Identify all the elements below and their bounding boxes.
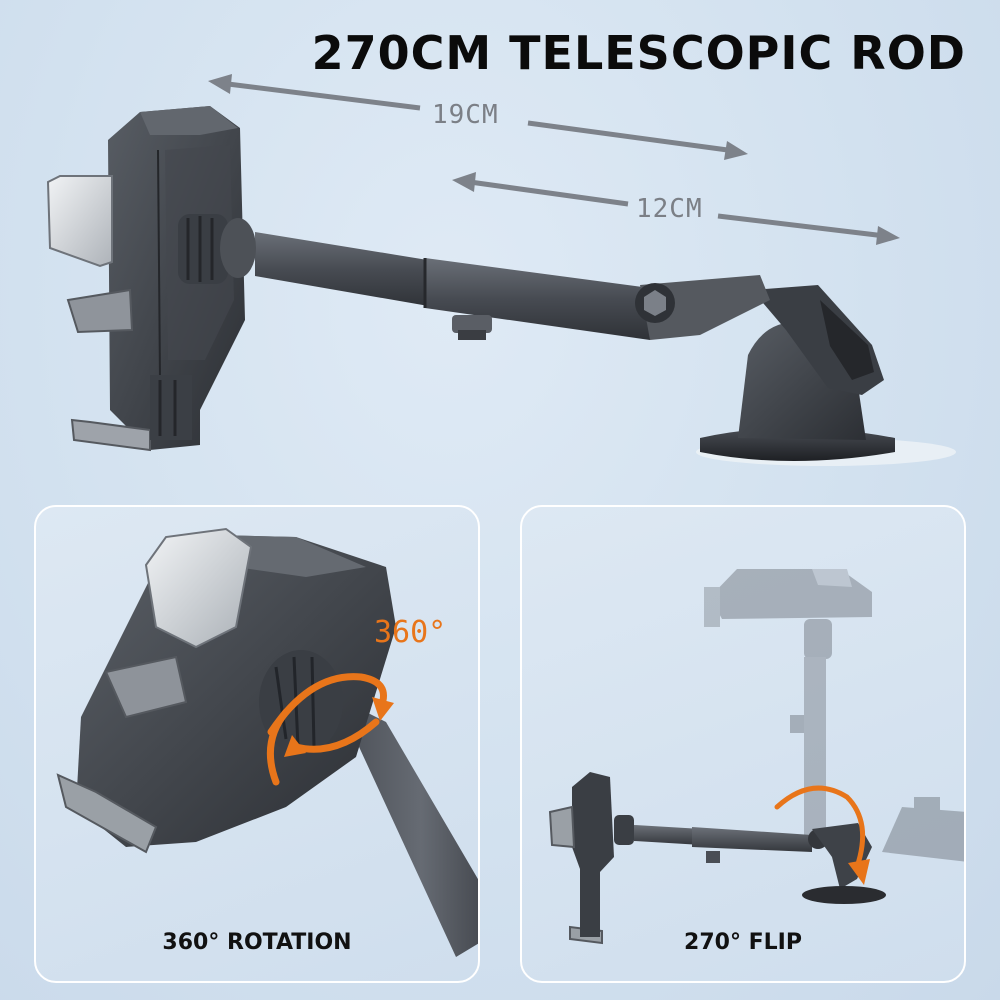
dimension-arrow-12cm [452,172,900,245]
flipped-ghost-holder [704,569,964,862]
flip-arrow-icon [774,785,866,870]
suction-base [696,285,956,466]
dimension-label-19cm: 19CM [432,100,499,130]
flip-illustration [548,569,964,945]
dimension-label-12cm: 12CM [636,194,703,224]
product-illustration [46,74,956,466]
rotation-panel: 360° 360° ROTATION [34,505,480,983]
hero-section: 270CM TELESCOPIC ROD 19CM 12CM [0,0,1000,490]
page-title: 270CM TELESCOPIC ROD [311,26,966,80]
rotation-illustration [56,527,478,957]
rotation-caption: 360° ROTATION [162,930,352,955]
rotation-arrow-icon [266,673,387,786]
rotation-angle-label: 360° [374,615,447,650]
dimension-arrow-19cm [208,74,748,160]
flip-panel: 270° FLIP [520,505,966,983]
telescopic-arm [255,232,770,340]
horizontal-holder [548,772,886,945]
phone-holder-clamp [46,106,256,452]
flip-caption: 270° FLIP [684,930,802,955]
